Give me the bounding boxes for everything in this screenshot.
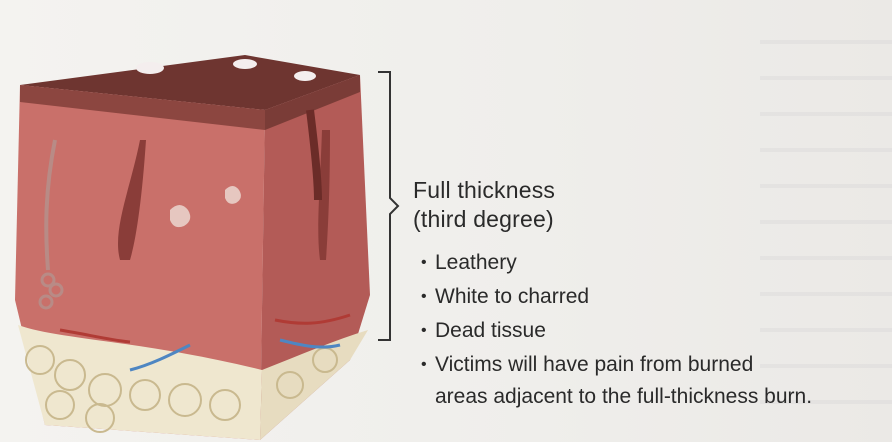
list-item-text: Dead tissue bbox=[433, 314, 546, 348]
list-item-continuation: areas adjacent to the full-thickness bur… bbox=[421, 382, 812, 412]
burn-degree-label: Full thickness (third degree) bbox=[413, 176, 555, 234]
list-item-text: Victims will have pain from burned bbox=[433, 348, 753, 382]
bullet-icon: • bbox=[421, 348, 433, 382]
list-item-text: Leathery bbox=[433, 246, 517, 280]
bullet-icon: • bbox=[421, 280, 433, 314]
list-item-text: White to charred bbox=[433, 280, 589, 314]
characteristics-list: • Leathery • White to charred • Dead tis… bbox=[421, 246, 812, 412]
skin-cross-section-illustration bbox=[0, 40, 380, 440]
bullet-icon: • bbox=[421, 314, 433, 348]
label-title-line1: Full thickness bbox=[413, 176, 555, 205]
bracket-icon bbox=[372, 70, 402, 342]
list-item: • Victims will have pain from burned bbox=[421, 348, 812, 382]
list-item: • Leathery bbox=[421, 246, 812, 280]
bullet-icon: • bbox=[421, 246, 433, 280]
label-title-line2: (third degree) bbox=[413, 205, 555, 234]
list-item: • White to charred bbox=[421, 280, 812, 314]
list-item: • Dead tissue bbox=[421, 314, 812, 348]
